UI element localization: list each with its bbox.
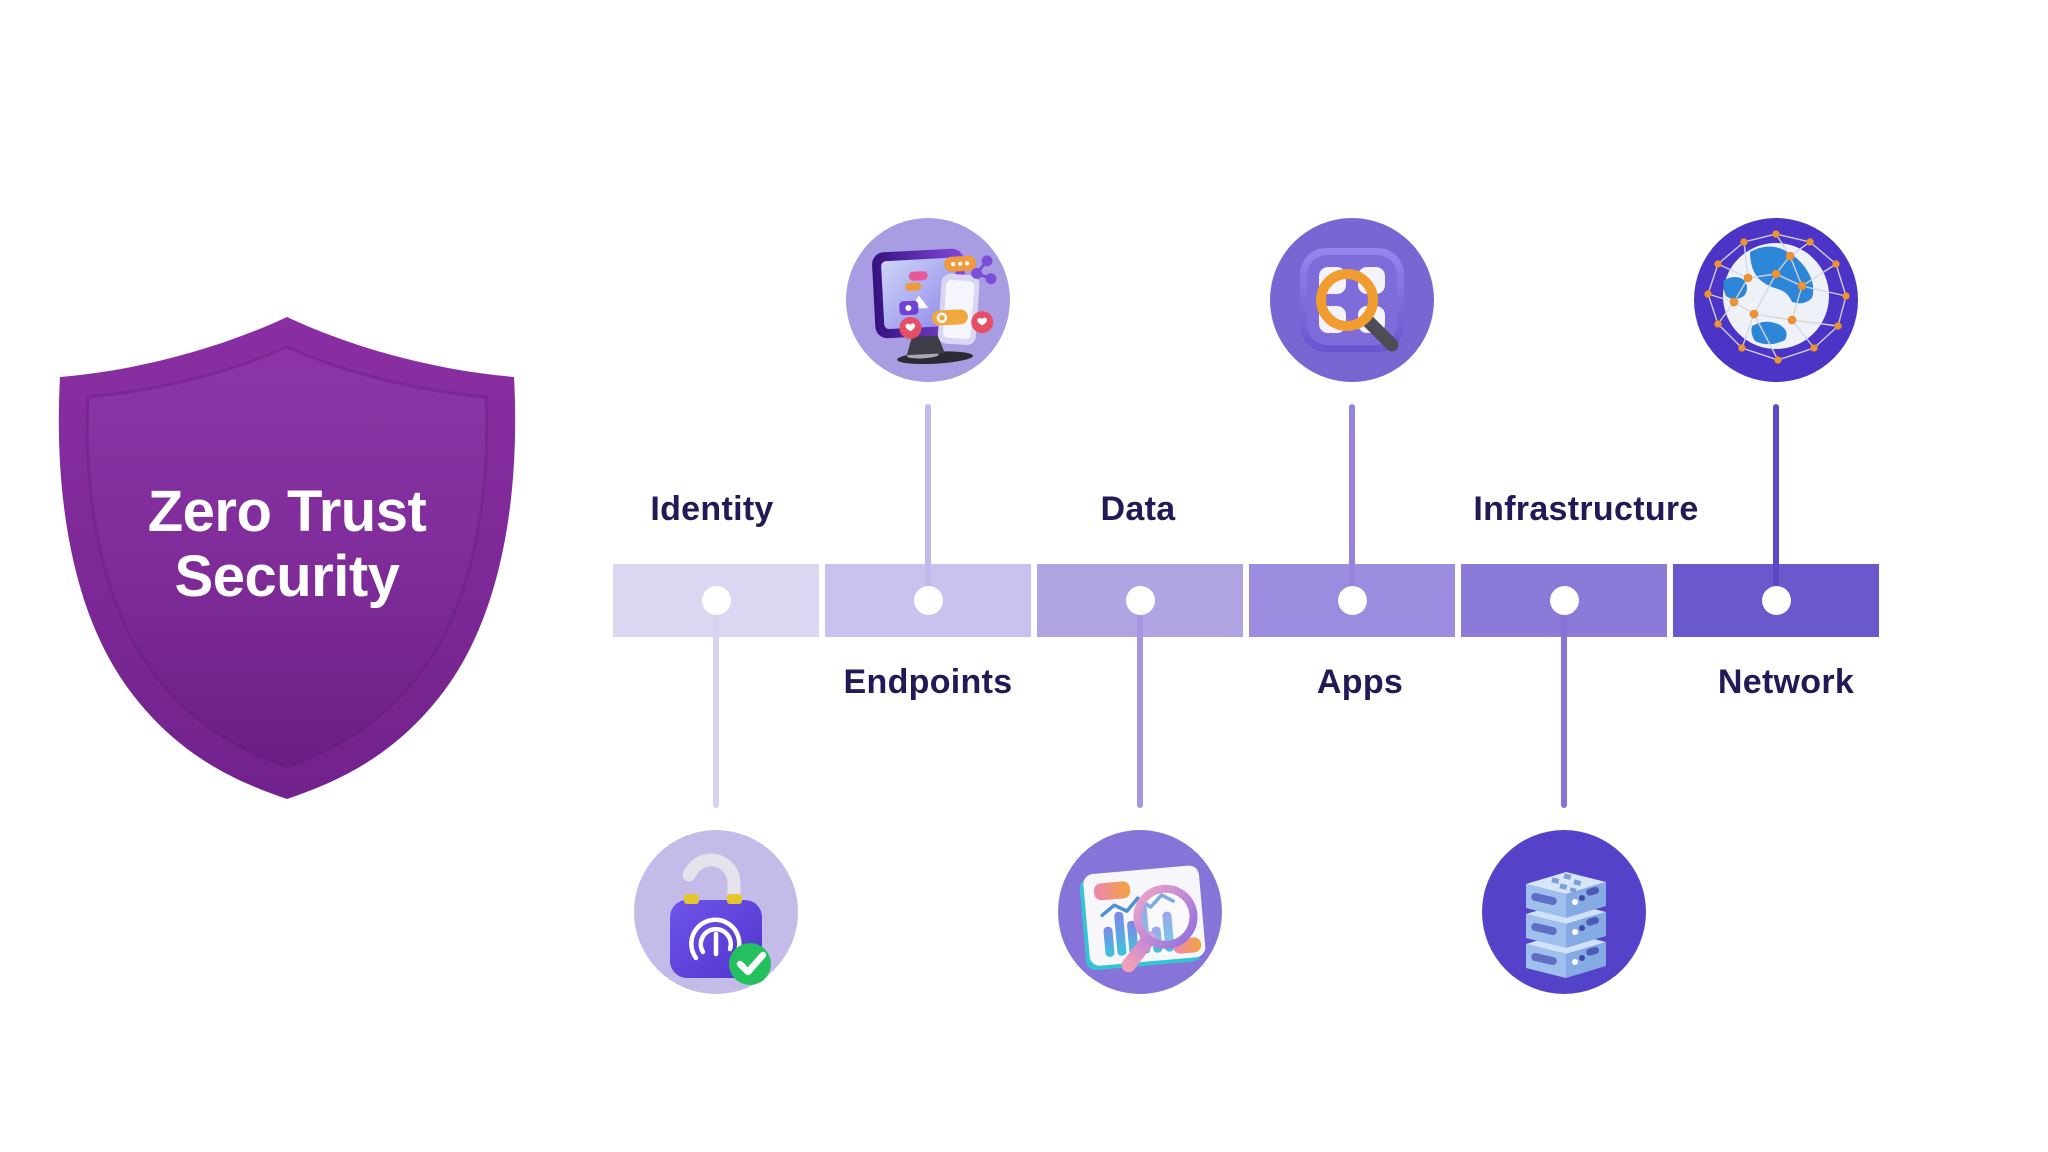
segment-dot-endpoints [913, 586, 943, 615]
segment-dot-network [1761, 586, 1791, 615]
server-stack-icon [1482, 830, 1646, 994]
connector-endpoints [925, 404, 931, 601]
connector-infrastructure [1561, 601, 1567, 808]
connector-apps [1349, 404, 1355, 601]
shield-icon [58, 317, 516, 799]
pillar-label-identity: Identity [650, 490, 774, 528]
segment-dot-data [1125, 586, 1155, 615]
shield-title: Zero Trust Security [52, 479, 522, 609]
pillar-label-apps: Apps [1316, 663, 1404, 701]
globe-network-icon [1694, 218, 1858, 382]
segment-dot-apps [1337, 586, 1367, 615]
shield-graphic: Zero Trust Security [52, 313, 522, 803]
pillar-bar [613, 564, 1879, 637]
pillar-label-endpoints: Endpoints [843, 663, 1013, 701]
connector-identity [713, 601, 719, 808]
connector-network [1773, 404, 1779, 601]
title-line-2: Security [174, 544, 400, 609]
fingerprint-lock-icon [634, 830, 798, 994]
pillar-label-infrastructure: Infrastructure [1473, 490, 1699, 528]
app-grid-magnifier-icon [1270, 218, 1434, 382]
chart-magnifier-icon [1058, 830, 1222, 994]
connector-data [1137, 601, 1143, 808]
title-line-1: Zero Trust [147, 479, 427, 544]
monitor-devices-icon [846, 218, 1010, 382]
segment-dot-identity [701, 586, 731, 615]
pillar-label-data: Data [1100, 490, 1176, 528]
pillar-label-network: Network [1717, 663, 1855, 701]
segment-dot-infrastructure [1549, 586, 1579, 615]
